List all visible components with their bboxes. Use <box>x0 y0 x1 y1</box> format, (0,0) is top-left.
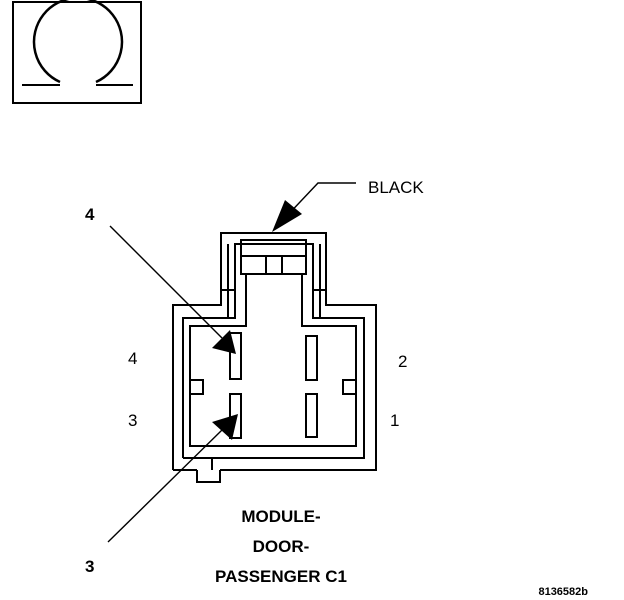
connector-housing <box>172 232 377 483</box>
pin-label-4: 4 <box>128 349 137 368</box>
connector-title-line-3: PASSENGER C1 <box>215 567 347 586</box>
pin-4-leader-line <box>109 225 223 339</box>
leader-lines <box>107 182 356 543</box>
black-leader-line <box>282 182 356 221</box>
pin-cavities <box>229 332 318 439</box>
pin-3-leader-line <box>107 429 223 543</box>
pin-cavity-2 <box>305 335 318 381</box>
figure-id: 8136582b <box>538 586 588 598</box>
connector-view-icon <box>12 0 142 104</box>
connector-title-line-1: MODULE- <box>241 507 320 526</box>
pin-cavity-1 <box>305 393 318 438</box>
pin-label-2: 2 <box>398 352 407 371</box>
pin-cavity-4 <box>229 332 242 380</box>
pin-3-leader-arrow <box>212 414 238 440</box>
callout-pin-4: 4 <box>85 205 95 224</box>
pin-label-1: 1 <box>390 411 399 430</box>
black-leader-arrow <box>272 200 302 232</box>
pin-label-3: 3 <box>128 411 137 430</box>
callout-pin-3: 3 <box>85 557 94 576</box>
wire-color-label: BLACK <box>368 178 424 197</box>
pin-4-leader-arrow <box>212 330 236 354</box>
connector-title-line-2: DOOR- <box>253 537 310 556</box>
